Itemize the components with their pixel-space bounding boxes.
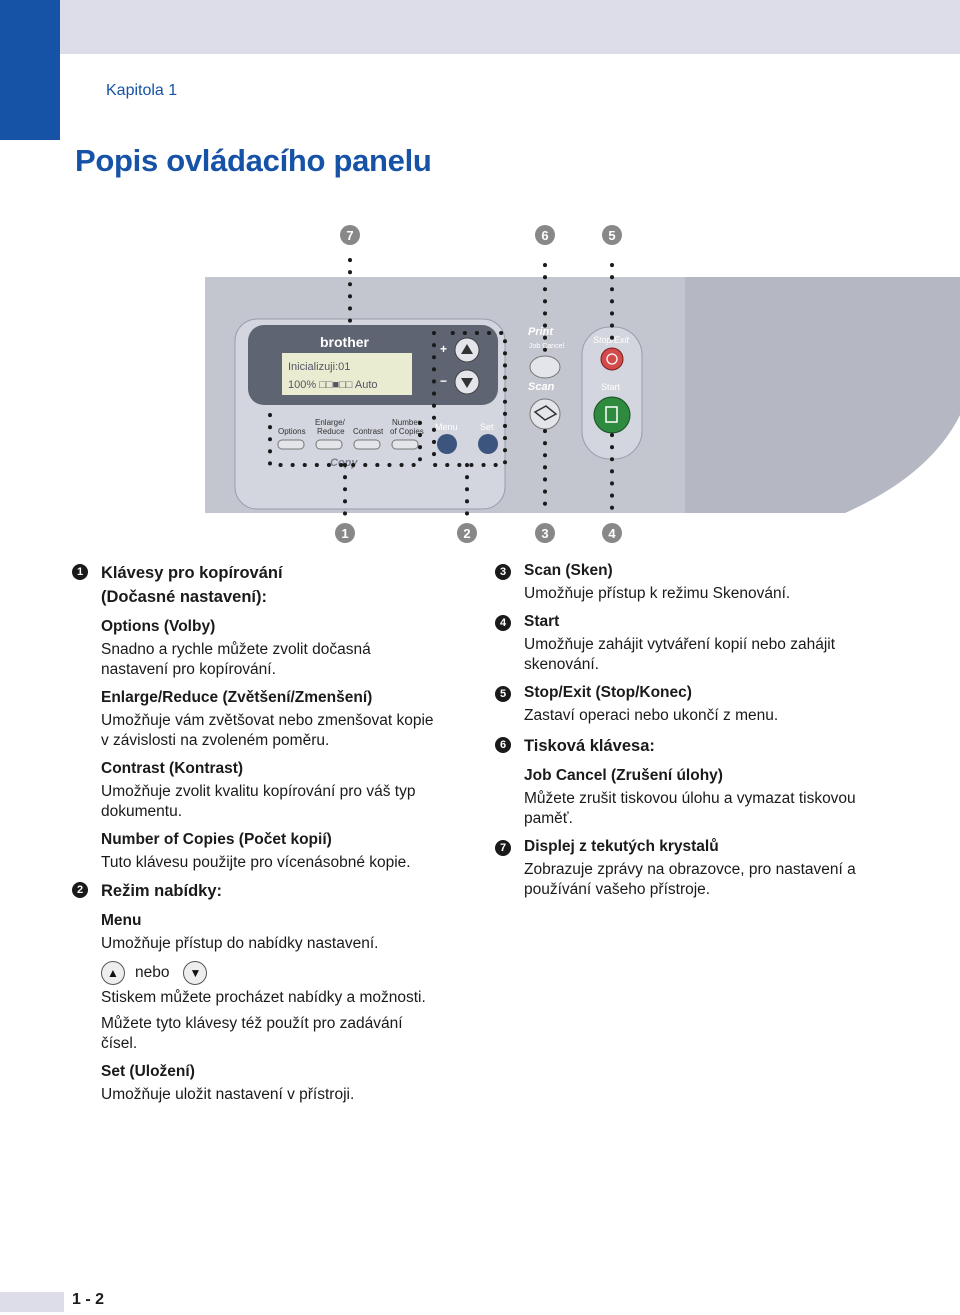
heading-copy-keys-temp: (Dočasné nastavení): <box>101 588 267 606</box>
arrow-keys-desc-1: Stiskem můžete procházet nabídky a možno… <box>101 989 426 1006</box>
stop-exit-title: Stop/Exit (Stop/Konec) <box>524 684 692 701</box>
arrow-keys-line: ▲ nebo ▼ <box>101 961 442 985</box>
job-cancel-label: Job Cancel <box>529 343 564 350</box>
item-number-7: 7 <box>495 840 511 856</box>
copy-group-label: Copy <box>330 457 358 469</box>
lcd-title: Displej z tekutých krystalů <box>524 838 719 855</box>
plus-sign: + <box>440 342 447 356</box>
start-key[interactable] <box>593 396 631 434</box>
item-number-3: 3 <box>495 564 511 580</box>
header-bar <box>0 0 960 54</box>
page-number: 1 - 2 <box>72 1291 105 1308</box>
set-desc: Umožňuje uložit nastavení v přístroji. <box>101 1086 355 1103</box>
control-panel-svg: brother Inicializuji:01 100% □□■□□ Auto … <box>205 225 960 543</box>
lcd-screen <box>282 353 412 395</box>
item-menu-mode: 2 Režim nabídky: Menu Umožňuje přístup d… <box>72 879 442 1105</box>
item-number-2: 2 <box>72 882 88 898</box>
set-key[interactable] <box>478 434 498 454</box>
right-column: 3 Scan (Sken) Umožňuje přístup k režimu … <box>495 561 865 900</box>
key-label-contrast: Contrast <box>353 427 384 436</box>
scan-icon <box>533 405 558 421</box>
number-of-copies-title: Number of Copies (Počet kopií) <box>101 831 332 848</box>
arrow-keys-desc-2: Můžete tyto klávesy též použít pro zadáv… <box>101 1015 403 1052</box>
start-desc: Umožňuje zahájit vytváření kopií nebo za… <box>524 636 836 673</box>
job-cancel-title: Job Cancel (Zrušení úlohy) <box>524 767 723 784</box>
contrast-title: Contrast (Kontrast) <box>101 760 244 777</box>
job-cancel-desc: Můžete zrušit tiskovou úlohu a vymazat t… <box>524 790 856 827</box>
callout-7: 7 <box>346 228 353 243</box>
control-panel-illustration: brother Inicializuji:01 100% □□■□□ Auto … <box>190 215 960 550</box>
chapter-tab <box>0 0 60 140</box>
item-copy-keys: 1 Klávesy pro kopírování (Dočasné nastav… <box>72 561 442 873</box>
stop-icon <box>606 353 618 365</box>
menu-title: Menu <box>101 912 142 929</box>
job-cancel-key[interactable] <box>529 355 561 379</box>
item-start: 4 Start Umožňuje zahájit vytváření kopií… <box>495 612 865 675</box>
stop-exit-key[interactable] <box>600 347 624 371</box>
heading-menu-mode: Režim nabídky: <box>101 882 223 900</box>
down-arrow-icon: ▼ <box>183 961 208 985</box>
chapter-label: Kapitola 1 <box>106 82 178 99</box>
lcd-desc: Zobrazuje zprávy na obrazovce, pro nasta… <box>524 861 856 898</box>
up-arrow-icon: ▲ <box>101 961 125 985</box>
item-number-1: 1 <box>72 564 88 580</box>
key-label-enlarge-1: Enlarge/ <box>315 418 346 427</box>
copy-start-icon <box>605 406 618 423</box>
lcd-line-1: Inicializuji:01 <box>288 361 350 373</box>
scan-title: Scan (Sken) <box>524 562 613 579</box>
callout-3: 3 <box>541 526 548 541</box>
contrast-key[interactable] <box>353 439 381 450</box>
set-title: Set (Uložení) <box>101 1063 195 1080</box>
number-of-copies-key[interactable] <box>391 439 419 450</box>
arrow-or-text: nebo <box>135 964 170 981</box>
enlarge-reduce-title: Enlarge/Reduce (Zvětšení/Zmenšení) <box>101 689 373 706</box>
print-key-heading: Tisková klávesa: <box>524 737 655 755</box>
print-label: Print <box>528 326 554 338</box>
start-title: Start <box>524 613 560 630</box>
brand-logo: brother <box>320 334 370 350</box>
key-label-enlarge-2: Reduce <box>317 427 345 436</box>
item-number-5: 5 <box>495 686 511 702</box>
callout-6: 6 <box>541 228 548 243</box>
item-lcd: 7 Displej z tekutých krystalů Zobrazuje … <box>495 837 865 900</box>
enlarge-reduce-desc: Umožňuje vám zvětšovat nebo zmenšovat ko… <box>101 712 434 749</box>
callout-2: 2 <box>463 526 470 541</box>
menu-key[interactable] <box>437 434 457 454</box>
options-key[interactable] <box>277 439 305 450</box>
key-label-set: Set <box>480 422 494 432</box>
options-title: Options (Volby) <box>101 618 216 635</box>
scan-label: Scan <box>528 381 555 393</box>
footer-bar <box>0 1292 64 1312</box>
page-title: Popis ovládacího panelu <box>75 143 432 178</box>
item-number-4: 4 <box>495 615 511 631</box>
menu-desc: Umožňuje přístup do nabídky nastavení. <box>101 935 379 952</box>
item-scan: 3 Scan (Sken) Umožňuje přístup k režimu … <box>495 561 865 604</box>
key-label-options: Options <box>278 427 306 436</box>
item-number-6: 6 <box>495 737 511 753</box>
callout-4: 4 <box>608 526 616 541</box>
item-stop-exit: 5 Stop/Exit (Stop/Konec) Zastaví operaci… <box>495 683 865 726</box>
heading-copy-keys: Klávesy pro kopírování <box>101 564 283 582</box>
left-column: 1 Klávesy pro kopírování (Dočasné nastav… <box>72 561 442 1105</box>
minus-sign: − <box>440 374 447 388</box>
callout-1: 1 <box>341 526 348 541</box>
item-print-key: 6 Tisková klávesa: Job Cancel (Zrušení ú… <box>495 734 865 829</box>
scan-desc: Umožňuje přístup k režimu Skenování. <box>524 585 791 602</box>
stop-exit-desc: Zastaví operaci nebo ukončí z menu. <box>524 707 779 724</box>
enlarge-reduce-key[interactable] <box>315 439 343 450</box>
key-label-copies-1: Number <box>392 418 421 427</box>
stop-exit-label: Stop/Exit <box>593 335 630 345</box>
key-label-menu: Menu <box>435 422 458 432</box>
number-of-copies-desc: Tuto klávesu použijte pro vícenásobné ko… <box>101 854 411 871</box>
options-desc: Snadno a rychle můžete zvolit dočasná na… <box>101 641 371 678</box>
key-label-copies-2: of Copies <box>390 427 424 436</box>
lcd-line-2: 100% □□■□□ Auto <box>288 379 378 391</box>
contrast-desc: Umožňuje zvolit kvalitu kopírování pro v… <box>101 783 416 820</box>
callout-5: 5 <box>608 228 615 243</box>
start-label: Start <box>601 382 621 392</box>
